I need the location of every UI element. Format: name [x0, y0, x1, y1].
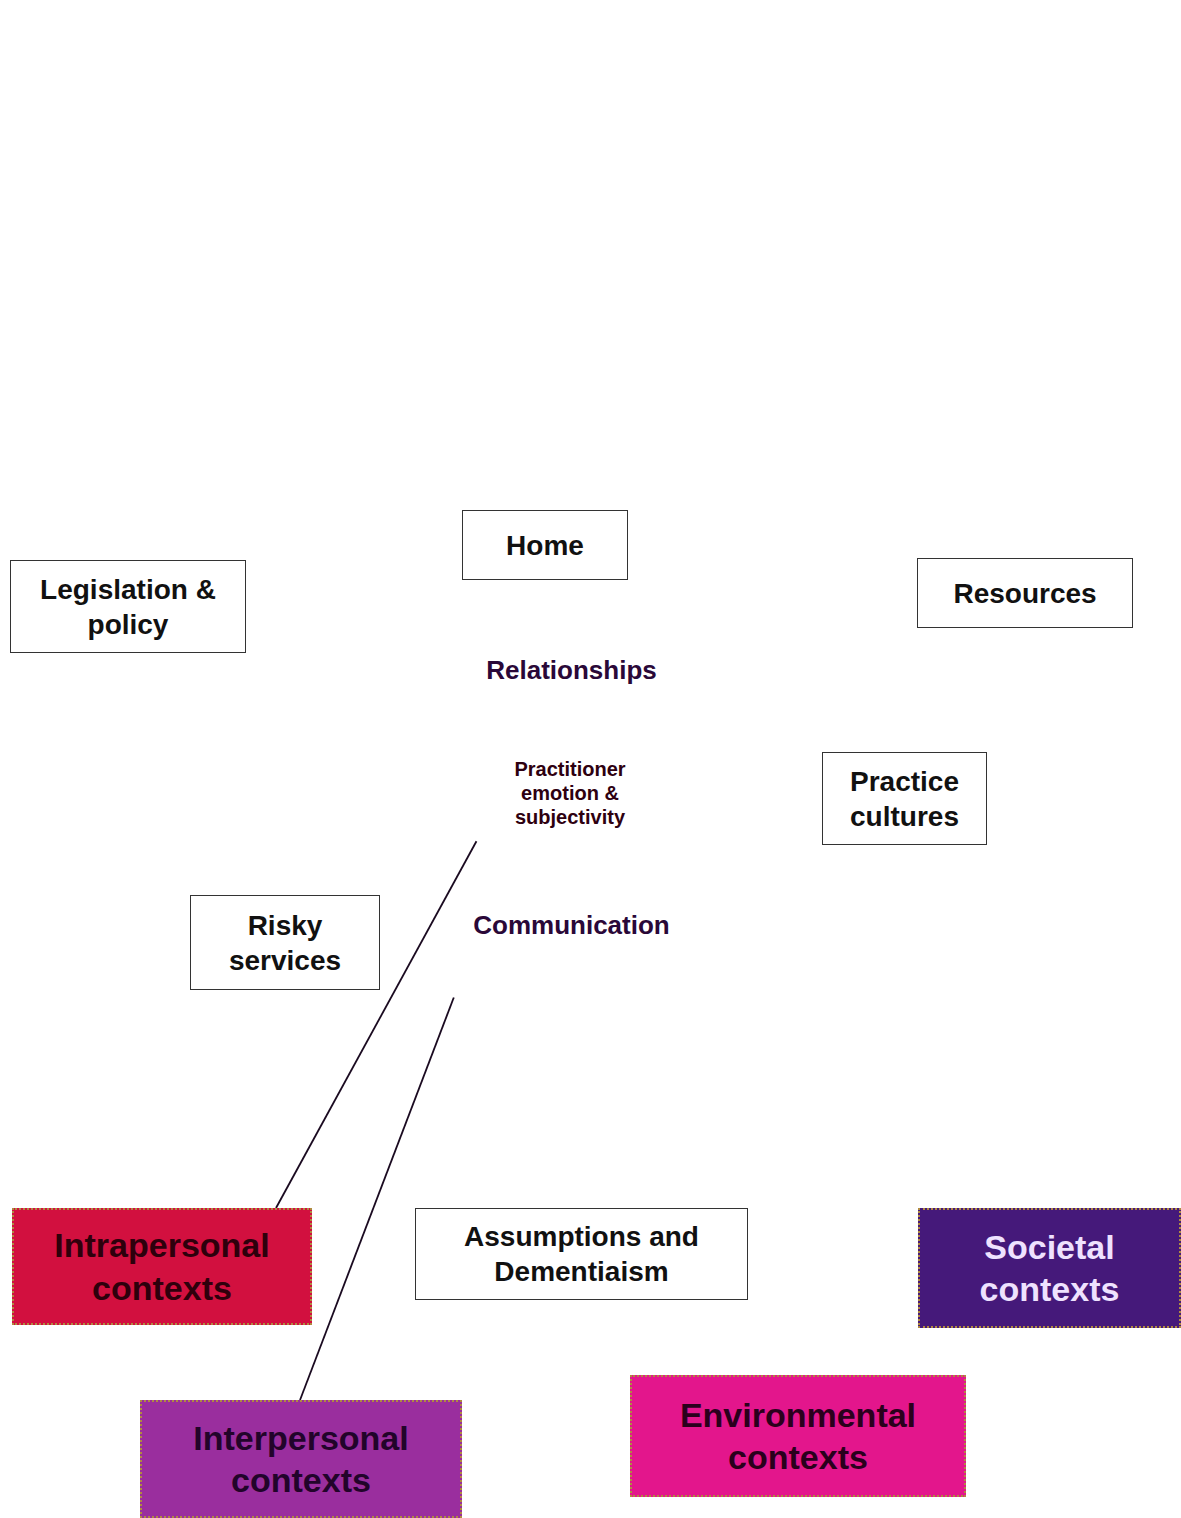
node-label: Home [506, 528, 584, 563]
context-factor-box: Legislation & policy [10, 560, 246, 653]
node-label: Relationships [343, 655, 800, 685]
node-label: Resources [953, 576, 1096, 611]
context-factor-box: Practice cultures [822, 752, 987, 845]
cloud [160, 112, 300, 188]
context-factor-box: Home [462, 510, 628, 580]
tile-photo [795, 0, 1181, 485]
divider-line [966, 944, 1080, 1030]
divider-line [584, 305, 586, 455]
divider-line [680, 992, 748, 1135]
context-key-box: Interpersonal contexts [140, 1400, 462, 1518]
node-label: Legislation & policy [23, 572, 233, 642]
leader-line [1030, 1092, 1104, 1204]
ellipse-shape [465, 695, 675, 891]
arch-view [150, 10, 430, 430]
divider-line [343, 821, 463, 823]
societal-ring [55, 300, 1135, 1324]
node-label: Interpersonal contexts [154, 1417, 448, 1502]
node-label: Risky services [203, 908, 367, 978]
divider-line [778, 606, 895, 678]
node-label: Intrapersonal contexts [26, 1224, 298, 1309]
sky [150, 10, 430, 430]
divider-line [160, 1022, 250, 1105]
arch-photo [10, 5, 510, 535]
node-label: Societal contexts [932, 1226, 1167, 1311]
context-factor-box: Risky services [190, 895, 380, 990]
cloud [250, 135, 410, 225]
divider-line [677, 796, 818, 798]
node-label: Practice cultures [835, 764, 974, 834]
context-key-box: Environmental contexts [630, 1375, 966, 1497]
context-key-box: Intrapersonal contexts [12, 1208, 312, 1325]
divider-line [172, 748, 340, 772]
intrapersonal-circle: Practitioner emotion & subjectivity [463, 693, 677, 893]
node-label: Practitioner emotion & subjectivity [495, 757, 645, 829]
cloud [215, 65, 325, 115]
node-label: Communication [343, 910, 800, 940]
leader-line [800, 1068, 888, 1371]
trees [150, 229, 430, 420]
trees [150, 290, 430, 420]
context-factor-box: Assumptions and Dementiaism [415, 1208, 748, 1300]
ellipse-shape [345, 584, 798, 1028]
ring-dividers [160, 305, 1080, 1135]
leader-line [300, 997, 454, 1400]
floor [40, 420, 470, 470]
context-factor-box: Resources [917, 558, 1133, 628]
node-label: Environmental contexts [644, 1394, 952, 1479]
interpersonal-ring: RelationshipsCommunication Practitioner e… [343, 582, 800, 1030]
node-label: Assumptions and Dementiaism [428, 1219, 735, 1289]
photo-frame [10, 5, 510, 535]
environmental-ring [177, 462, 985, 1158]
context-key-box: Societal contexts [918, 1208, 1181, 1328]
